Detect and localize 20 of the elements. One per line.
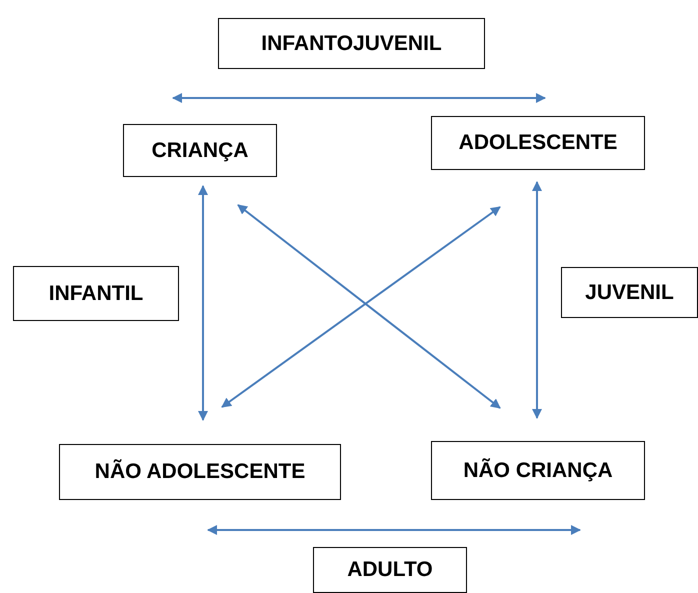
label-box xyxy=(431,441,645,500)
box-label: NÃO ADOLESCENTE xyxy=(94,460,306,484)
box-label: ADOLESCENTE xyxy=(458,131,618,155)
label-box xyxy=(123,124,277,177)
box-label: INFANTIL xyxy=(48,282,144,306)
double-arrow xyxy=(532,181,542,419)
box-label: CRIANÇA xyxy=(152,138,248,162)
label-box xyxy=(59,444,341,500)
label-box xyxy=(561,267,698,318)
double-arrow xyxy=(172,93,546,103)
box-label: INFANTOJUVENIL xyxy=(261,32,442,56)
label-box xyxy=(313,547,467,593)
box-label: ADULTO xyxy=(347,558,433,582)
label-box xyxy=(431,116,645,170)
double-arrow xyxy=(198,185,208,421)
label-box xyxy=(218,18,485,69)
label-box xyxy=(13,266,179,321)
double-arrow xyxy=(207,525,581,535)
box-label: NÃO CRIANÇA xyxy=(463,458,613,482)
box-label: JUVENIL xyxy=(585,280,674,304)
